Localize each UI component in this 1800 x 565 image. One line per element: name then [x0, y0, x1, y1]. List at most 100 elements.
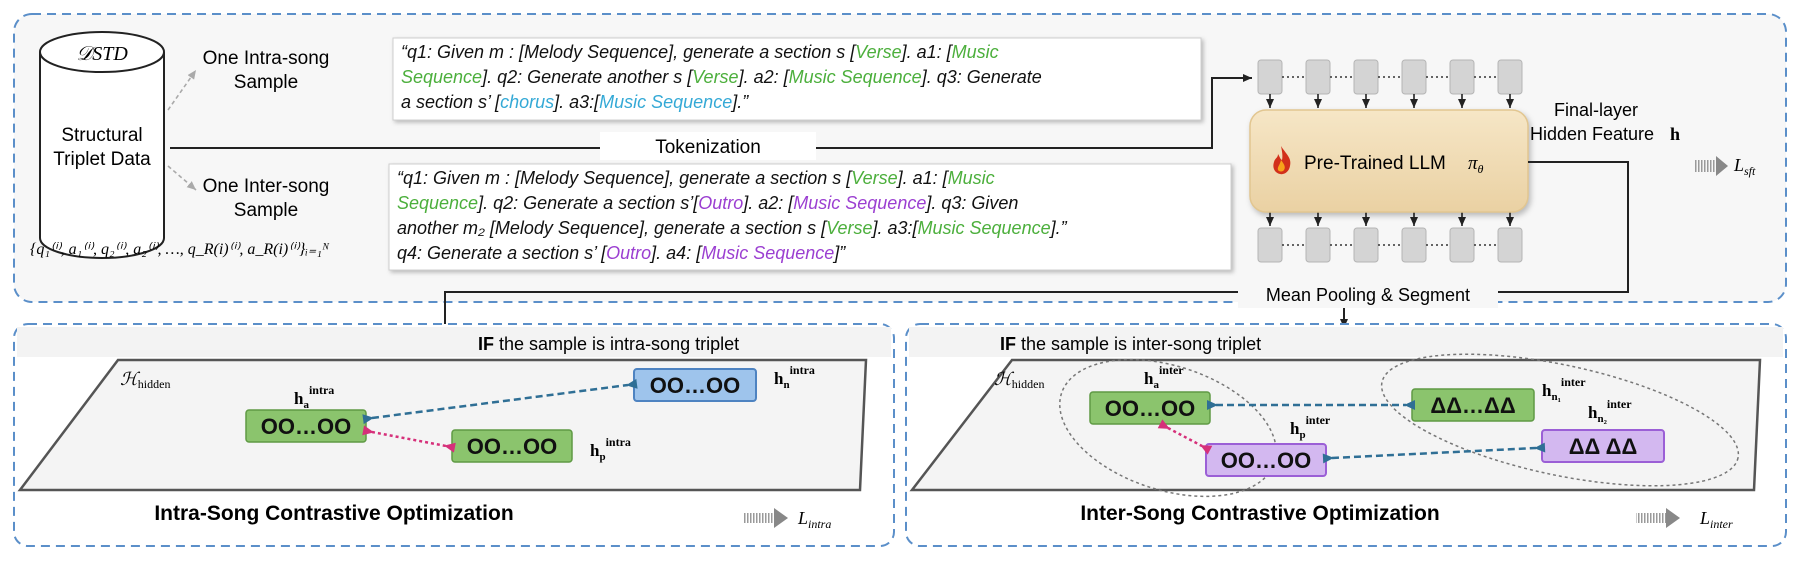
svg-text:ΔΔ…ΔΔ: ΔΔ…ΔΔ: [1430, 393, 1515, 418]
prompt-segment: ]. a2: [: [737, 67, 791, 87]
final-layer-label-1: Final-layer: [1554, 100, 1638, 120]
inter-sample-label-1: One Inter-song: [203, 176, 330, 197]
inter-prompt-line-3: another m₂ [Melody Sequence], generate a…: [397, 218, 1068, 238]
intra-anchor-label: haintra: [294, 383, 334, 411]
loss-intra-hatch: [744, 513, 774, 523]
prompt-segment: ]. a4: [: [649, 243, 703, 263]
dataset-cylinder: 𝒟STD Structural Triplet Data: [39, 31, 165, 259]
inter-neg2-arrow: [1322, 442, 1546, 464]
output-token: [1449, 227, 1475, 263]
loss-inter-arrow: [1666, 508, 1680, 528]
input-token: [1257, 59, 1283, 95]
inter-song-cluster-2: [1380, 353, 1740, 487]
inter-anchor-block: OO…OO: [1089, 391, 1211, 425]
inter-prompt-line-2: Sequence]. q2: Generate a section s’[Out…: [397, 193, 1018, 213]
prompt-segment: Music Sequence: [599, 92, 732, 112]
inter-sample-label-2: Sample: [234, 200, 298, 221]
output-token: [1401, 227, 1427, 263]
inter-prompt-line-1: “q1: Given m : [Melody Sequence], genera…: [397, 168, 995, 188]
prompt-segment: ]. a3:[: [870, 218, 919, 238]
prompt-segment: ]. a3:[: [552, 92, 601, 112]
inter-if-label: IF the sample is inter-song triplet: [1000, 334, 1261, 354]
cylinder-label-2: Triplet Data: [53, 149, 151, 170]
loss-sft-arrow: [1716, 156, 1728, 176]
prompt-segment: chorus: [500, 92, 554, 112]
prompt-segment: ]. q2: Generate a section s’[: [476, 193, 700, 213]
svg-text:OO…OO: OO…OO: [650, 373, 740, 398]
prompt-segment: “q1: Given m : [Melody Sequence], genera…: [397, 168, 853, 188]
prompt-segment: Verse: [855, 42, 901, 62]
final-layer-label-2: Hidden Feature: [1530, 124, 1654, 144]
intra-prompt-line-1: “q1: Given m : [Melody Sequence], genera…: [401, 42, 999, 62]
inter-negative-2-block: ΔΔ ΔΔ: [1541, 429, 1665, 463]
prompt-segment: Sequence: [397, 193, 478, 213]
prompt-segment: Music Sequence: [793, 193, 926, 213]
inter-pos-arrow: [1157, 419, 1213, 455]
prompt-segment: Outro: [698, 193, 743, 213]
inter-sample-arrow: [167, 165, 197, 191]
loss-intra: Lintra: [797, 508, 831, 531]
prompt-segment: ]. q3: Generate: [920, 67, 1042, 87]
intra-if-label: IF the sample is intra-song triplet: [478, 334, 739, 354]
intra-anchor-block: OO…OO: [245, 409, 367, 443]
output-token: [1497, 227, 1523, 263]
prompt-segment: Music Sequence: [789, 67, 922, 87]
prompt-segment: “q1: Given m : [Melody Sequence], genera…: [401, 42, 857, 62]
tokenization-label: Tokenization: [655, 137, 761, 158]
prompt-segment: ]”: [832, 243, 846, 263]
inter-prompt-line-4: q4: Generate a section s’ [Outro]. a4: […: [397, 243, 846, 263]
prompt-segment: ]. q2: Generate another s [: [480, 67, 694, 87]
intra-panel-header-bg: [17, 327, 891, 357]
intra-pos-arrow: [362, 425, 456, 453]
prompt-segment: Verse: [692, 67, 738, 87]
loss-inter-hatch: [1636, 513, 1666, 523]
inter-anchor-label: hainter: [1144, 363, 1184, 391]
prompt-segment: Music: [948, 168, 995, 188]
intra-positive-label: hpintra: [590, 435, 631, 463]
loss-intra-arrow: [774, 508, 788, 528]
intra-prompt-box: “q1: Given m : [Melody Sequence], genera…: [392, 37, 1202, 121]
output-token: [1353, 227, 1379, 263]
prompt-segment: ]. q3: Given: [924, 193, 1018, 213]
inter-prompt-box: “q1: Given m : [Melody Sequence], genera…: [388, 163, 1232, 271]
prompt-segment: ]. a1: [: [900, 42, 954, 62]
inter-positive-label: hpinter: [1290, 413, 1331, 441]
svg-text:OO…OO: OO…OO: [1105, 396, 1195, 421]
prompt-segment: another m₂ [Melody Sequence], generate a…: [397, 218, 828, 238]
intra-sample-arrow: [167, 69, 197, 111]
tokenization-label-bg: [600, 132, 816, 160]
inter-negative-1-label: hn₁inter: [1542, 375, 1586, 403]
prompt-segment: q4: Generate a section s’ [: [397, 243, 608, 263]
llm-label: Pre-Trained LLM: [1304, 153, 1446, 174]
loss-inter: Linter: [1699, 508, 1733, 531]
cylinder-label-1: Structural: [61, 125, 142, 146]
intra-sample-label-2: Sample: [234, 72, 298, 93]
set-formula: {q₁⁽ⁱ⁾, a₁⁽ⁱ⁾, q₂⁽ⁱ⁾, a₂⁽ⁱ⁾, …, q_R(i)⁽ⁱ…: [30, 241, 330, 258]
mean-pooling-bg: [1238, 280, 1498, 308]
prompt-segment: ].”: [730, 92, 749, 112]
prompt-segment: Music: [952, 42, 999, 62]
input-token: [1449, 59, 1475, 95]
inter-panel-header-bg: [909, 327, 1783, 357]
inter-negative-2-label: hn₂inter: [1588, 397, 1632, 425]
loss-sft-hatch: [1694, 160, 1716, 172]
inter-positive-block: OO…OO: [1205, 443, 1327, 477]
intra-prompt-line-3: a section s’ [chorus]. a3:[Music Sequenc…: [401, 92, 749, 112]
output-token: [1257, 227, 1283, 263]
intra-title: Intra-Song Contrastive Optimization: [154, 502, 513, 525]
inter-space-label: ℋhidden: [994, 369, 1044, 391]
prompt-segment: Outro: [606, 243, 651, 263]
final-layer-h: h: [1670, 124, 1680, 144]
flame-icon: [1273, 146, 1291, 175]
loss-sft: Lsft: [1733, 155, 1756, 178]
intra-negative-block: OO…OO: [633, 368, 757, 402]
svg-text:OO…OO: OO…OO: [467, 434, 557, 459]
input-token: [1353, 59, 1379, 95]
intra-prompt-line-2: Sequence]. q2: Generate another s [Verse…: [401, 67, 1042, 87]
mean-pooling-label: Mean Pooling & Segment: [1266, 285, 1470, 305]
intra-space-label: ℋhidden: [120, 369, 170, 391]
prompt-segment: ]. a2: [: [741, 193, 795, 213]
prompt-segment: Verse: [826, 218, 872, 238]
